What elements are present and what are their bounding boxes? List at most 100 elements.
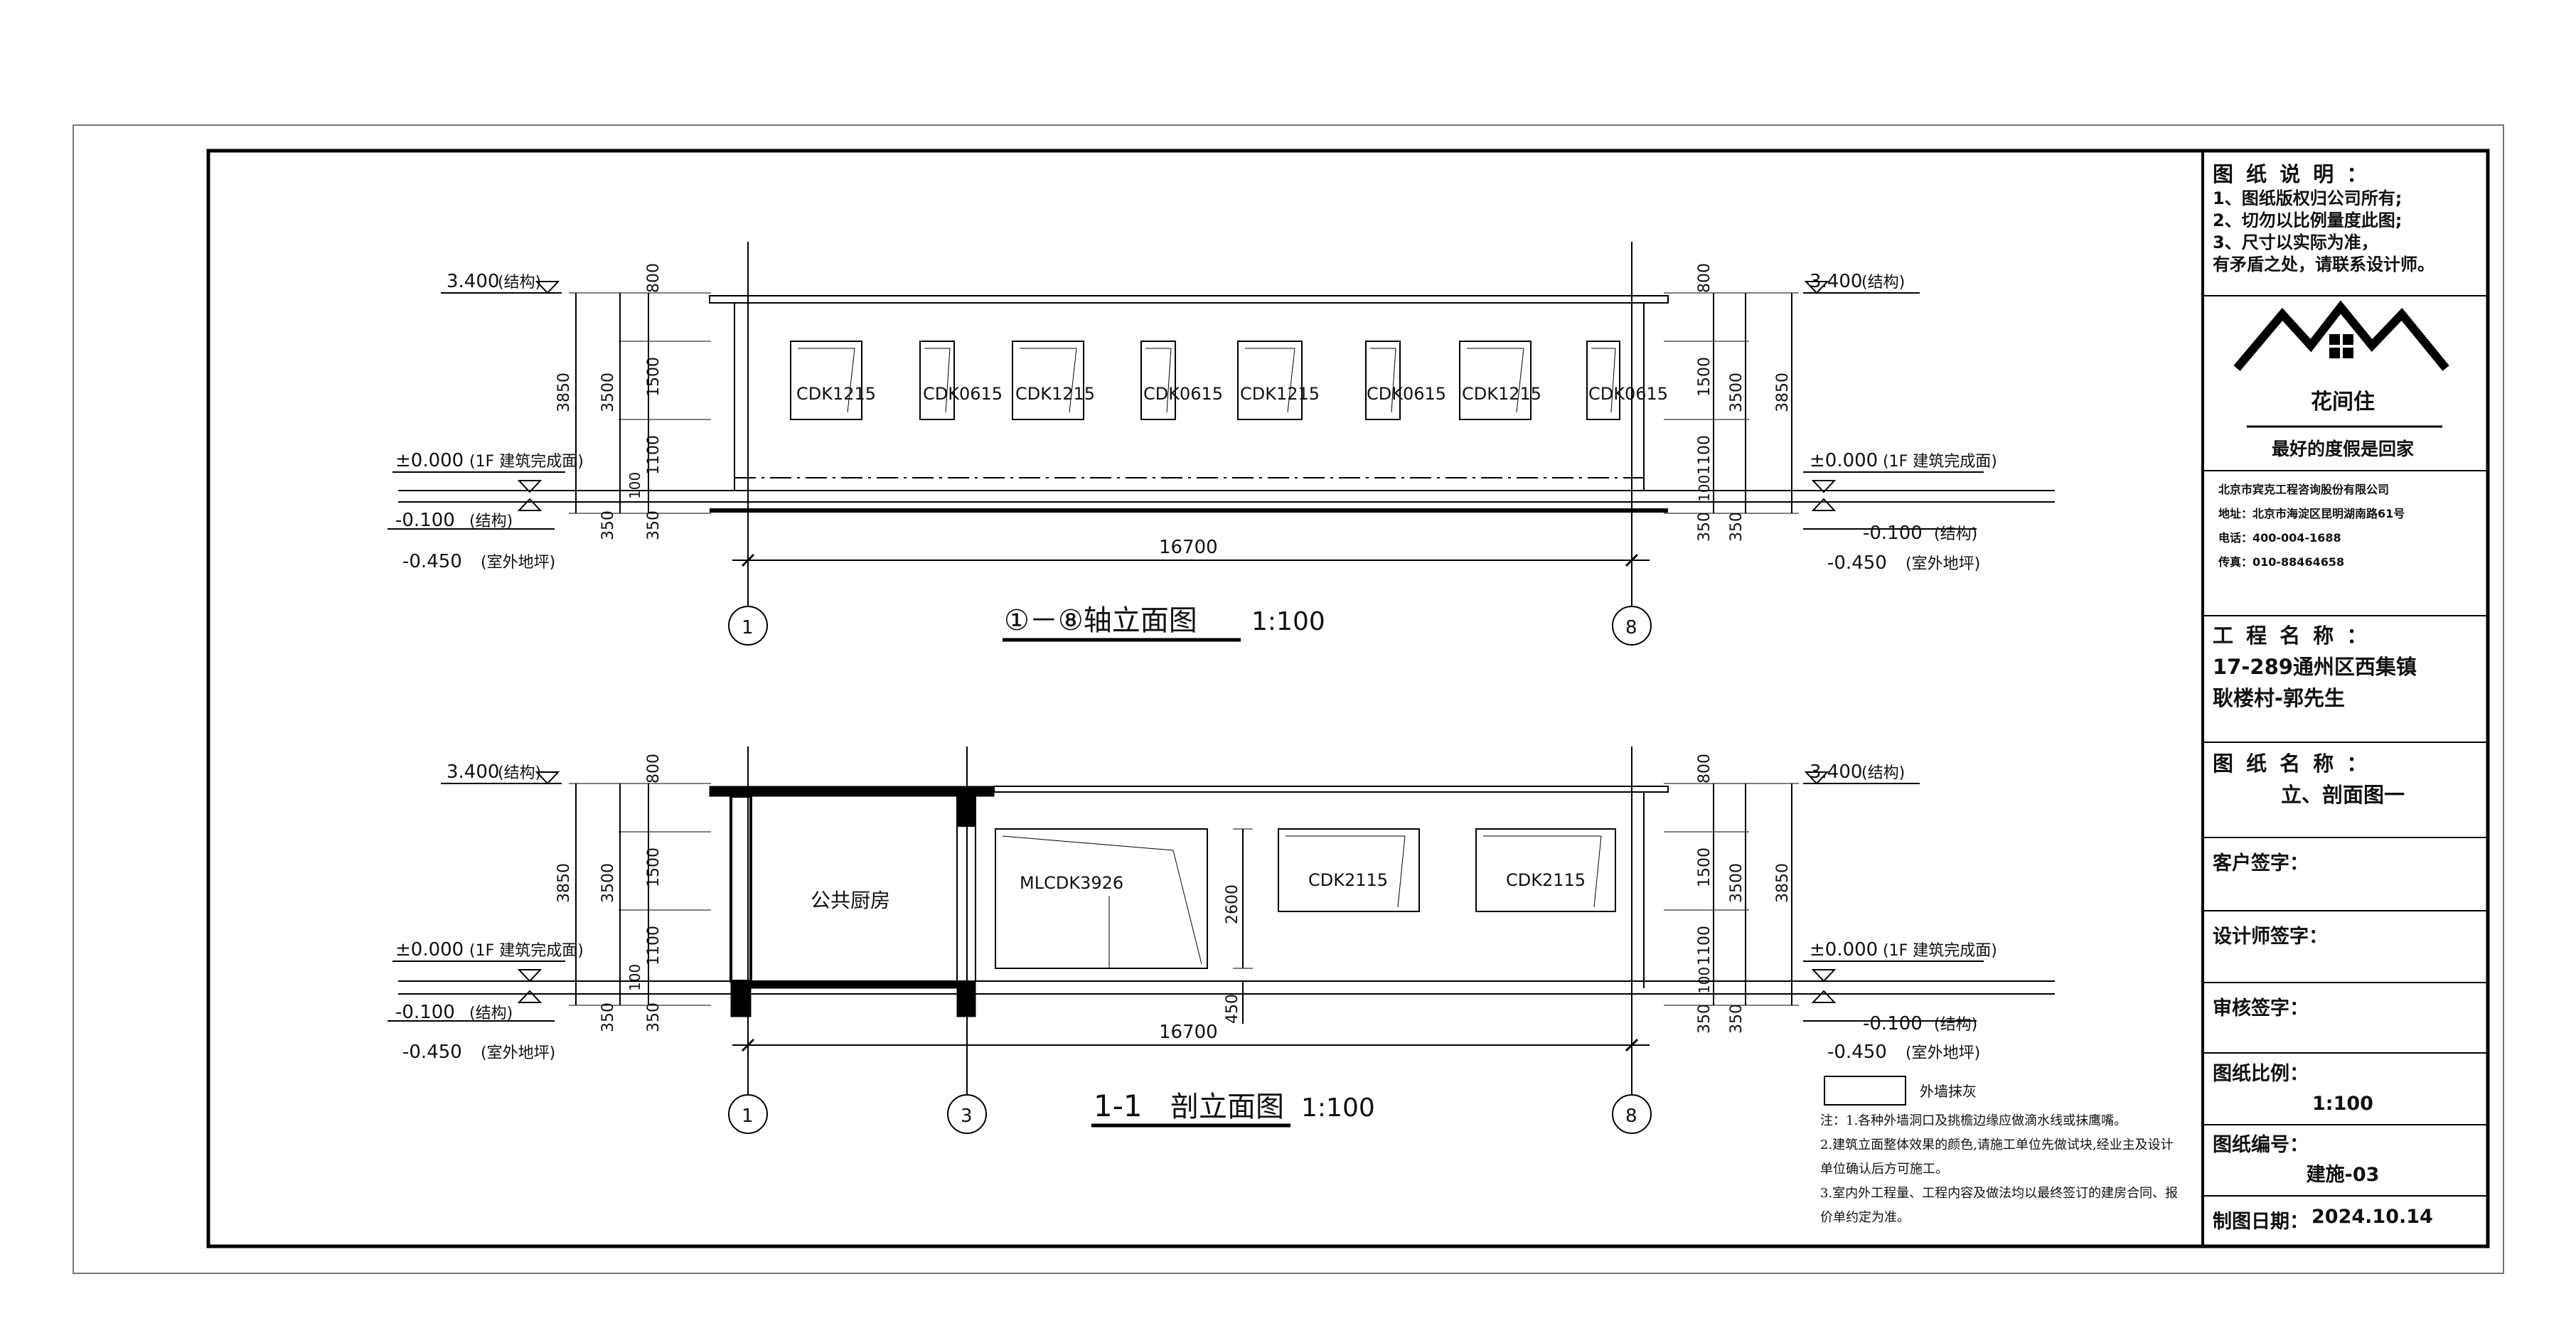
window-label: CDK1215: [796, 384, 876, 404]
axis-label: 1: [742, 1106, 754, 1127]
legend-note: 2.建筑立面整体效果的颜色,请施工单位先做试块,经业主及设计: [1820, 1138, 2174, 1152]
section-drawing: [388, 747, 2055, 1134]
axis-label: 8: [1625, 617, 1637, 638]
level-ground-left: -0.450: [402, 1042, 462, 1063]
overall-width-top: 16700: [1159, 537, 1218, 558]
company-logo-name: 花间住: [2311, 390, 2375, 414]
date-value: 2024.10.14: [2312, 1206, 2433, 1228]
window-label: CDK0615: [923, 384, 1003, 404]
drawing-notes: 图 纸 说 明 ： 1、图纸版权归公司所有; 2、切勿以比例量度此图; 3、尺寸…: [2213, 158, 2473, 276]
dim-label: 350: [1728, 512, 1746, 542]
level-struct-right: -0.100: [1863, 1013, 1923, 1034]
opening-label: CDK2115: [1506, 870, 1586, 890]
dim-label: 3850: [555, 373, 573, 412]
scale-block: 图纸比例： 1:100: [2213, 1059, 2473, 1119]
level-floor-left: ±0.000: [395, 939, 464, 961]
level-struct-right: -0.100: [1863, 523, 1923, 544]
level-floor-note-left: (1F 建筑完成面): [469, 942, 584, 960]
reviewer-signature-label: 审核签字：: [2213, 997, 2309, 1020]
dim-label: 1100: [1696, 926, 1714, 965]
company-phone: 电话：400-004-1688: [2218, 531, 2341, 545]
axis-label: 1: [742, 617, 754, 638]
dim-label: 2600: [1224, 884, 1241, 924]
level-roof-left: 3.400: [447, 761, 499, 783]
dim-label: 3500: [1728, 373, 1746, 412]
level-floor-right: ±0.000: [1810, 450, 1878, 471]
house-logo-icon: [2233, 300, 2449, 371]
number-block: 图纸编号： 建施-03: [2213, 1130, 2473, 1190]
opening-label: CDK2115: [1308, 870, 1388, 890]
client-signature-label: 客户签字：: [2213, 852, 2309, 874]
level-struct-left: -0.100: [395, 1002, 455, 1023]
axis-label: 3: [961, 1106, 973, 1127]
dim-label: 100: [626, 472, 643, 499]
dim-label: 3500: [599, 863, 617, 903]
dim-label: 3850: [555, 863, 573, 903]
dim-label: 350: [1728, 1004, 1746, 1034]
room-label: 公共厨房: [811, 889, 890, 912]
drawing-note-line: 1、图纸版权归公司所有;: [2213, 188, 2403, 208]
dim-label: 3500: [1728, 863, 1746, 903]
overall-width-section: 16700: [1159, 1022, 1218, 1043]
number-value: 建施-03: [2306, 1164, 2380, 1186]
dim-label: 1100: [645, 435, 663, 475]
company-fax: 传真：010-88464658: [2218, 555, 2345, 569]
company-address: 地址：北京市海淀区昆明湖南路61号: [2218, 507, 2405, 520]
level-roof-right: 3.400: [1810, 271, 1862, 292]
scale-label: 图纸比例：: [2213, 1063, 2309, 1085]
dim-label: 100: [1696, 967, 1713, 994]
level-ground-note-left: (室外地坪): [481, 1044, 555, 1062]
dim-label: 1500: [645, 357, 663, 397]
level-roof-note-right: (结构): [1861, 764, 1905, 782]
dim-label: 100: [626, 964, 643, 991]
company-name: 北京市宾克工程咨询股份有限公司: [2218, 483, 2390, 496]
level-struct-note-left: (结构): [469, 1005, 513, 1022]
drawing-notes-title: 图 纸 说 明 ：: [2213, 162, 2371, 186]
section-title-scale: 1:100: [1301, 1093, 1375, 1123]
legend-note: 注：1.各种外墙洞口及挑檐边缘应做滴水线或抹鹰嘴。: [1820, 1113, 2127, 1128]
level-floor-note-right: (1F 建筑完成面): [1883, 942, 1997, 960]
dim-label: 3500: [599, 373, 617, 412]
legend-note: 3.室内外工程量、工程内容及做法均以最终签订的建房合同、报: [1820, 1186, 2179, 1201]
legend-note: 价单约定为准。: [1820, 1210, 1910, 1225]
level-ground-right: -0.450: [1827, 1042, 1887, 1063]
level-ground-left: -0.450: [402, 551, 462, 572]
legend-note: 单位确认后方可施工。: [1820, 1162, 1948, 1177]
window-label: CDK1215: [1240, 384, 1320, 404]
level-floor-note-left: (1F 建筑完成面): [469, 453, 584, 471]
outer-frame: [73, 124, 2504, 1274]
legend-swatch-label: 外墙抹灰: [1920, 1083, 1977, 1100]
project-label: 工 程 名 称 ：: [2213, 624, 2371, 648]
level-struct-note-left: (结构): [469, 513, 513, 530]
dim-label: 1500: [1696, 847, 1714, 887]
drawing-note-line: 有矛盾之处，请联系设计师。: [2213, 255, 2435, 274]
date-label: 制图日期：: [2213, 1211, 2309, 1233]
axis-label: 8: [1625, 1106, 1637, 1127]
level-ground-note-left: (室外地坪): [481, 554, 555, 572]
dim-label: 100: [1696, 475, 1713, 502]
designer-signature: 设计师签字：: [2213, 921, 2473, 948]
dim-label: 800: [645, 754, 663, 783]
company-slogan: 最好的度假是回家: [2271, 439, 2414, 459]
dim-label: 1100: [645, 926, 663, 965]
drawing-name-block: 图 纸 名 称 ： 立、剖面图一: [2213, 748, 2473, 810]
dim-label: 1100: [1696, 435, 1714, 475]
title-block-rows: [2203, 295, 2488, 1197]
company-info: 北京市宾克工程咨询股份有限公司 地址：北京市海淀区昆明湖南路61号 电话：400…: [2218, 478, 2479, 574]
scale-value: 1:100: [2312, 1093, 2373, 1115]
level-roof-right: 3.400: [1810, 761, 1862, 783]
reviewer-signature: 审核签字：: [2213, 992, 2473, 1020]
dim-label: 350: [1696, 1004, 1714, 1034]
drawing-name-value: 立、剖面图一: [2280, 783, 2405, 807]
window-label: CDK0615: [1143, 384, 1223, 404]
dim-label: 350: [645, 1002, 663, 1032]
dim-label: 800: [1696, 754, 1714, 783]
dim-label: 1500: [1696, 357, 1714, 397]
level-struct-note-right: (结构): [1934, 1016, 1977, 1034]
drawing-texts: 3.400 (结构) ±0.000 (1F 建筑完成面) -0.100 (结构)…: [395, 263, 1997, 1127]
level-struct-left: -0.100: [395, 510, 455, 531]
section-title-name: 剖立面图: [1170, 1091, 1284, 1123]
level-roof-note-left: (结构): [498, 274, 541, 291]
level-ground-right: -0.450: [1827, 552, 1887, 574]
